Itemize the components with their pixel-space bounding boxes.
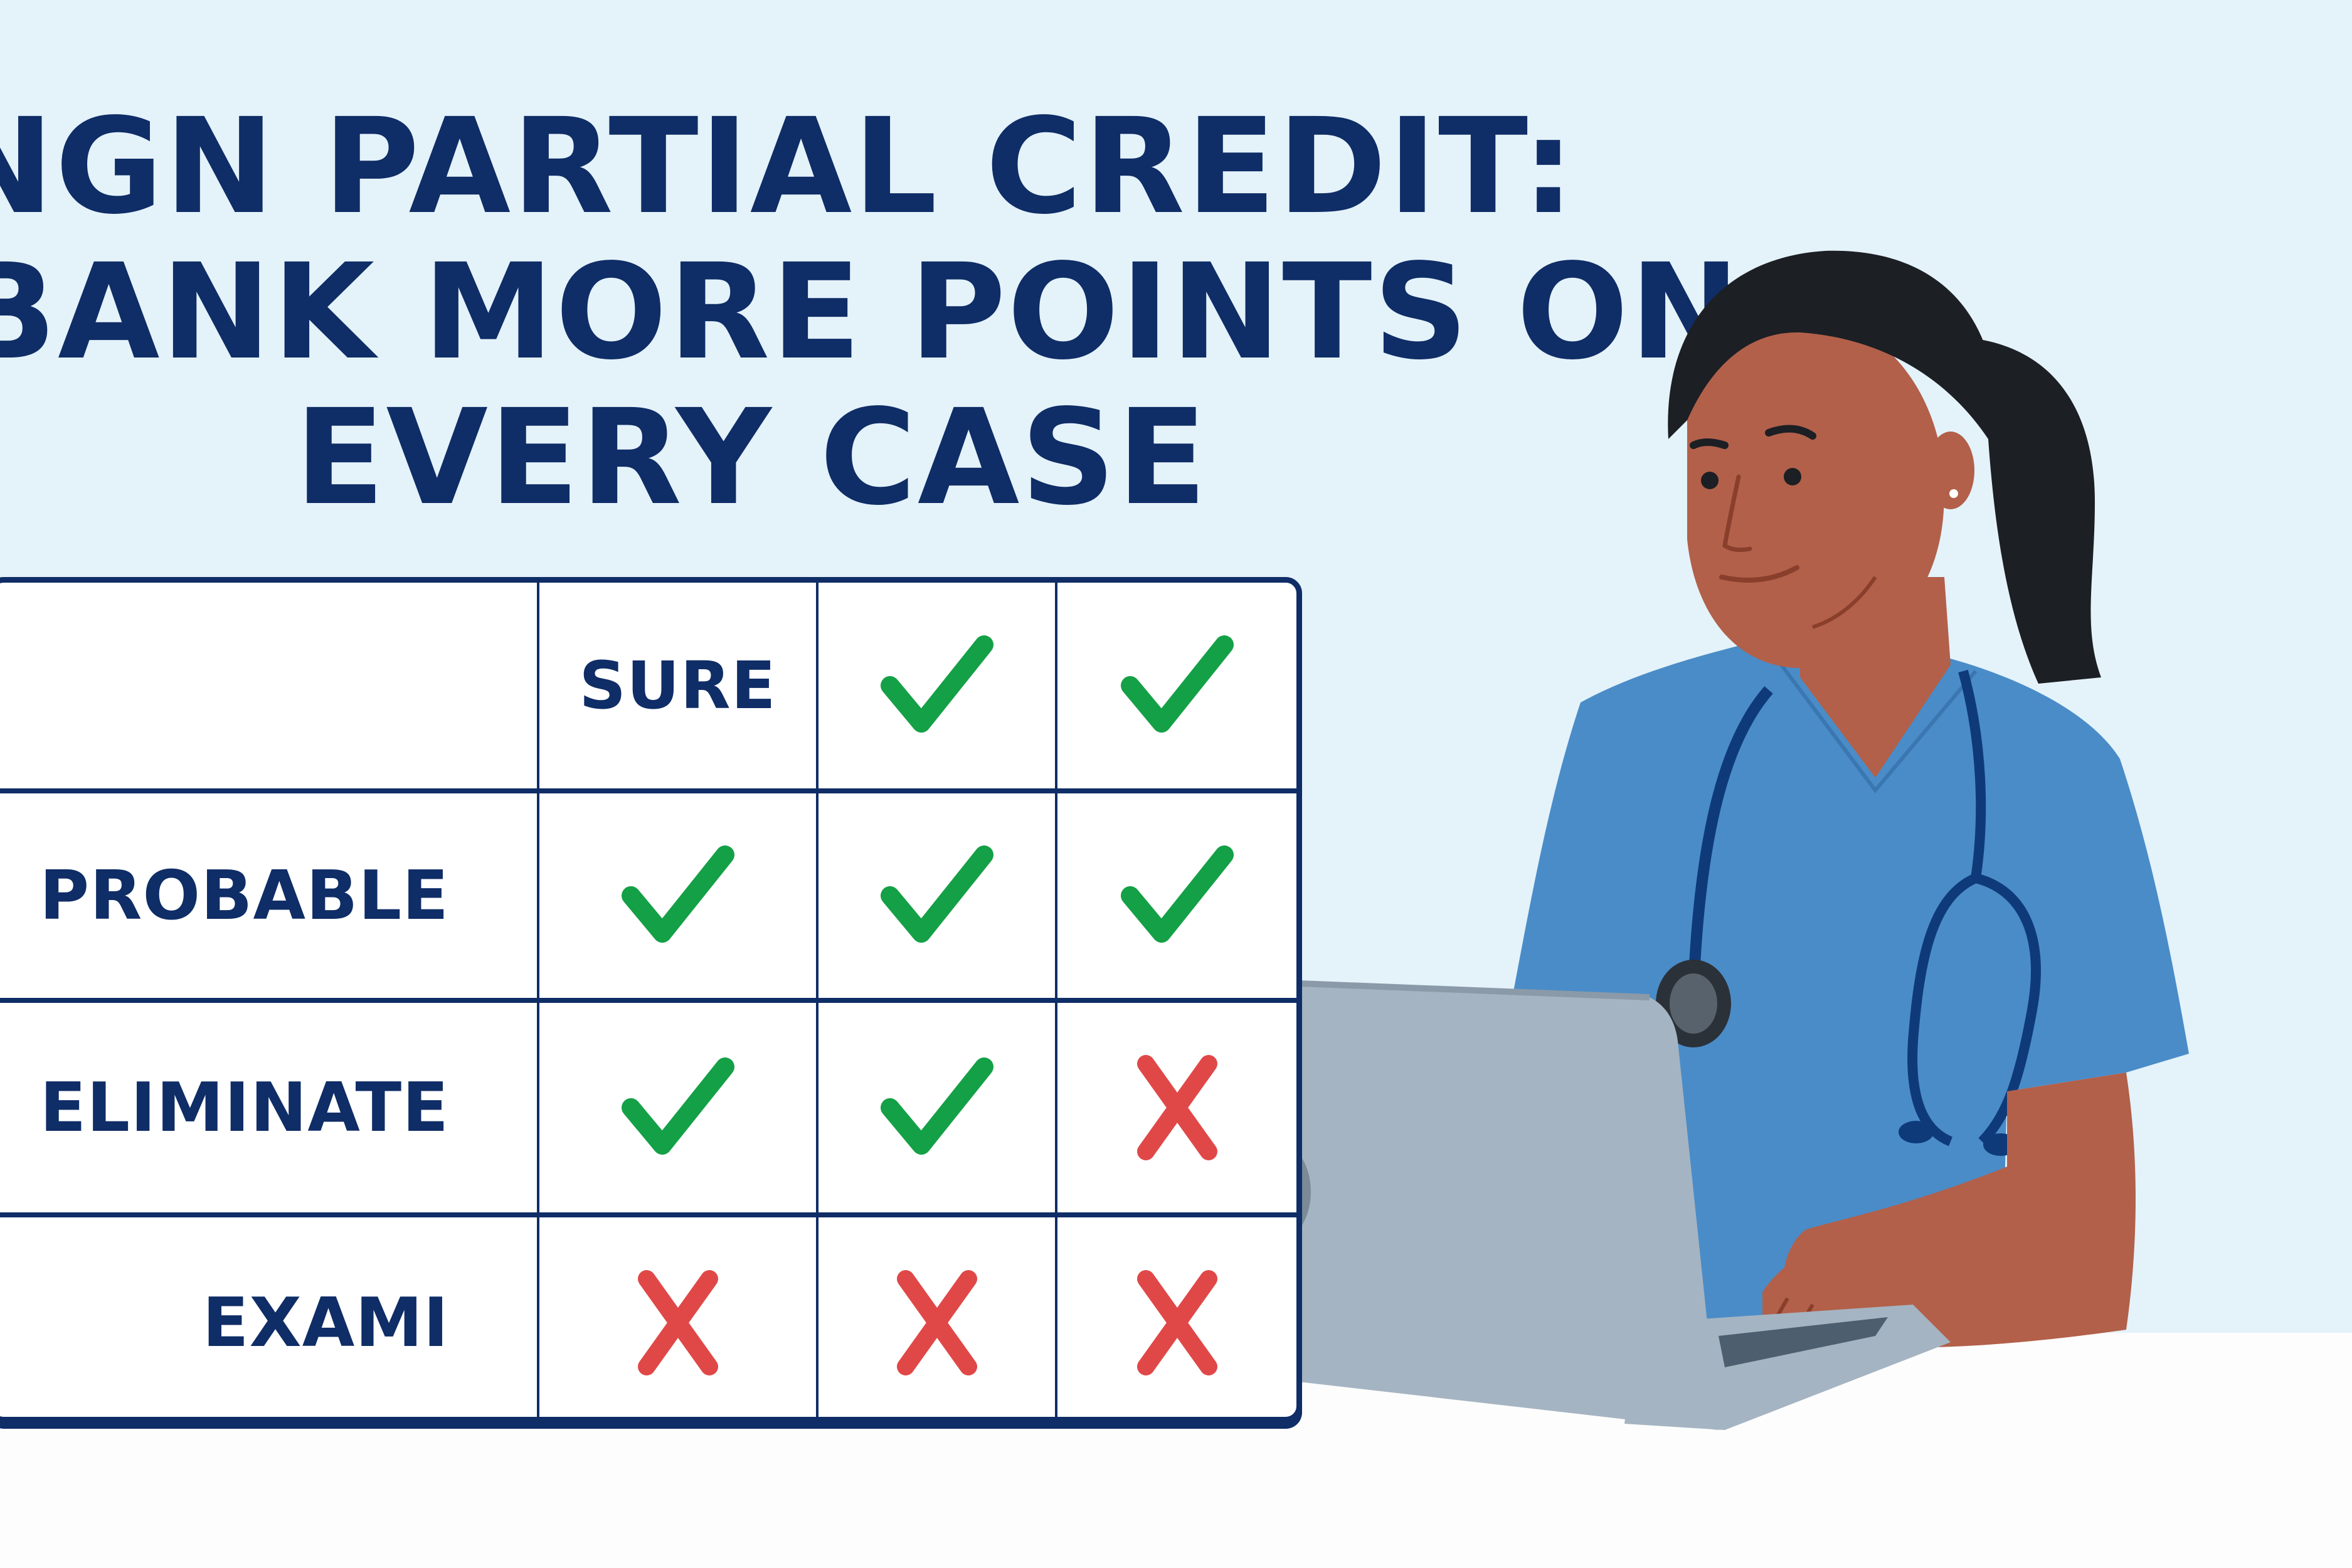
- table-cell: [1057, 583, 1296, 788]
- table-cell: [1057, 793, 1296, 998]
- table-cell: [818, 1003, 1057, 1212]
- title-line-2: BANK MORE POINTS ON: [0, 235, 1742, 389]
- table-cell: [539, 1003, 818, 1212]
- table-row: EXAMI: [0, 1217, 1296, 1417]
- table-cell: [818, 583, 1057, 788]
- check-mark-icon: [880, 1057, 993, 1155]
- probable-label: PROBABLE: [40, 856, 449, 935]
- check-mark-icon: [621, 1057, 734, 1155]
- eye-left: [1701, 472, 1719, 489]
- table-row: ELIMINATE: [0, 1003, 1296, 1217]
- cross-mark-icon: [1136, 1270, 1217, 1375]
- page-title: NGN PARTIAL CREDIT: BANK MORE POINTS ON …: [0, 90, 1742, 534]
- exami-label: EXAMI: [202, 1283, 449, 1362]
- table-cell: [818, 1217, 1057, 1417]
- row-label-cell: ELIMINATE: [0, 1003, 539, 1212]
- title-line-1: NGN PARTIAL CREDIT:: [0, 90, 1576, 243]
- laptop-lid: [1286, 983, 1719, 1430]
- stethoscope-tube: [1688, 686, 1773, 992]
- check-mark-icon: [880, 845, 993, 943]
- cross-mark-icon: [1136, 1055, 1217, 1160]
- row-label-cell: EXAMI: [0, 1217, 539, 1417]
- check-mark-icon: [621, 845, 734, 943]
- table-cell: [539, 793, 818, 998]
- partial-credit-table: SURE PROBABLE ELIMINATE EXAMI: [0, 577, 1302, 1422]
- row-label-cell: [0, 583, 539, 788]
- check-mark-icon: [1120, 845, 1234, 943]
- cross-mark-icon: [637, 1270, 718, 1375]
- eliminate-label: ELIMINATE: [40, 1068, 449, 1147]
- ear: [1927, 432, 1974, 509]
- table-cell: [1057, 1217, 1296, 1417]
- eye-right: [1784, 468, 1801, 485]
- sure-label: SURE: [579, 647, 776, 724]
- check-mark-icon: [1120, 635, 1234, 733]
- table-row: PROBABLE: [0, 793, 1296, 1003]
- earring: [1949, 489, 1958, 498]
- table-cell: [818, 793, 1057, 998]
- table-cell: [1057, 1003, 1296, 1212]
- hair-ponytail: [1976, 339, 2101, 684]
- title-line-3: EVERY CASE: [295, 381, 1209, 534]
- row-label-cell: PROBABLE: [0, 793, 539, 998]
- table-cell: [539, 1217, 818, 1417]
- cross-mark-icon: [896, 1270, 977, 1375]
- table-row: SURE: [0, 583, 1296, 793]
- hair: [1668, 250, 1994, 439]
- table-cell: SURE: [539, 583, 818, 788]
- check-mark-icon: [880, 635, 993, 733]
- nurse-illustration: [1286, 250, 2189, 1430]
